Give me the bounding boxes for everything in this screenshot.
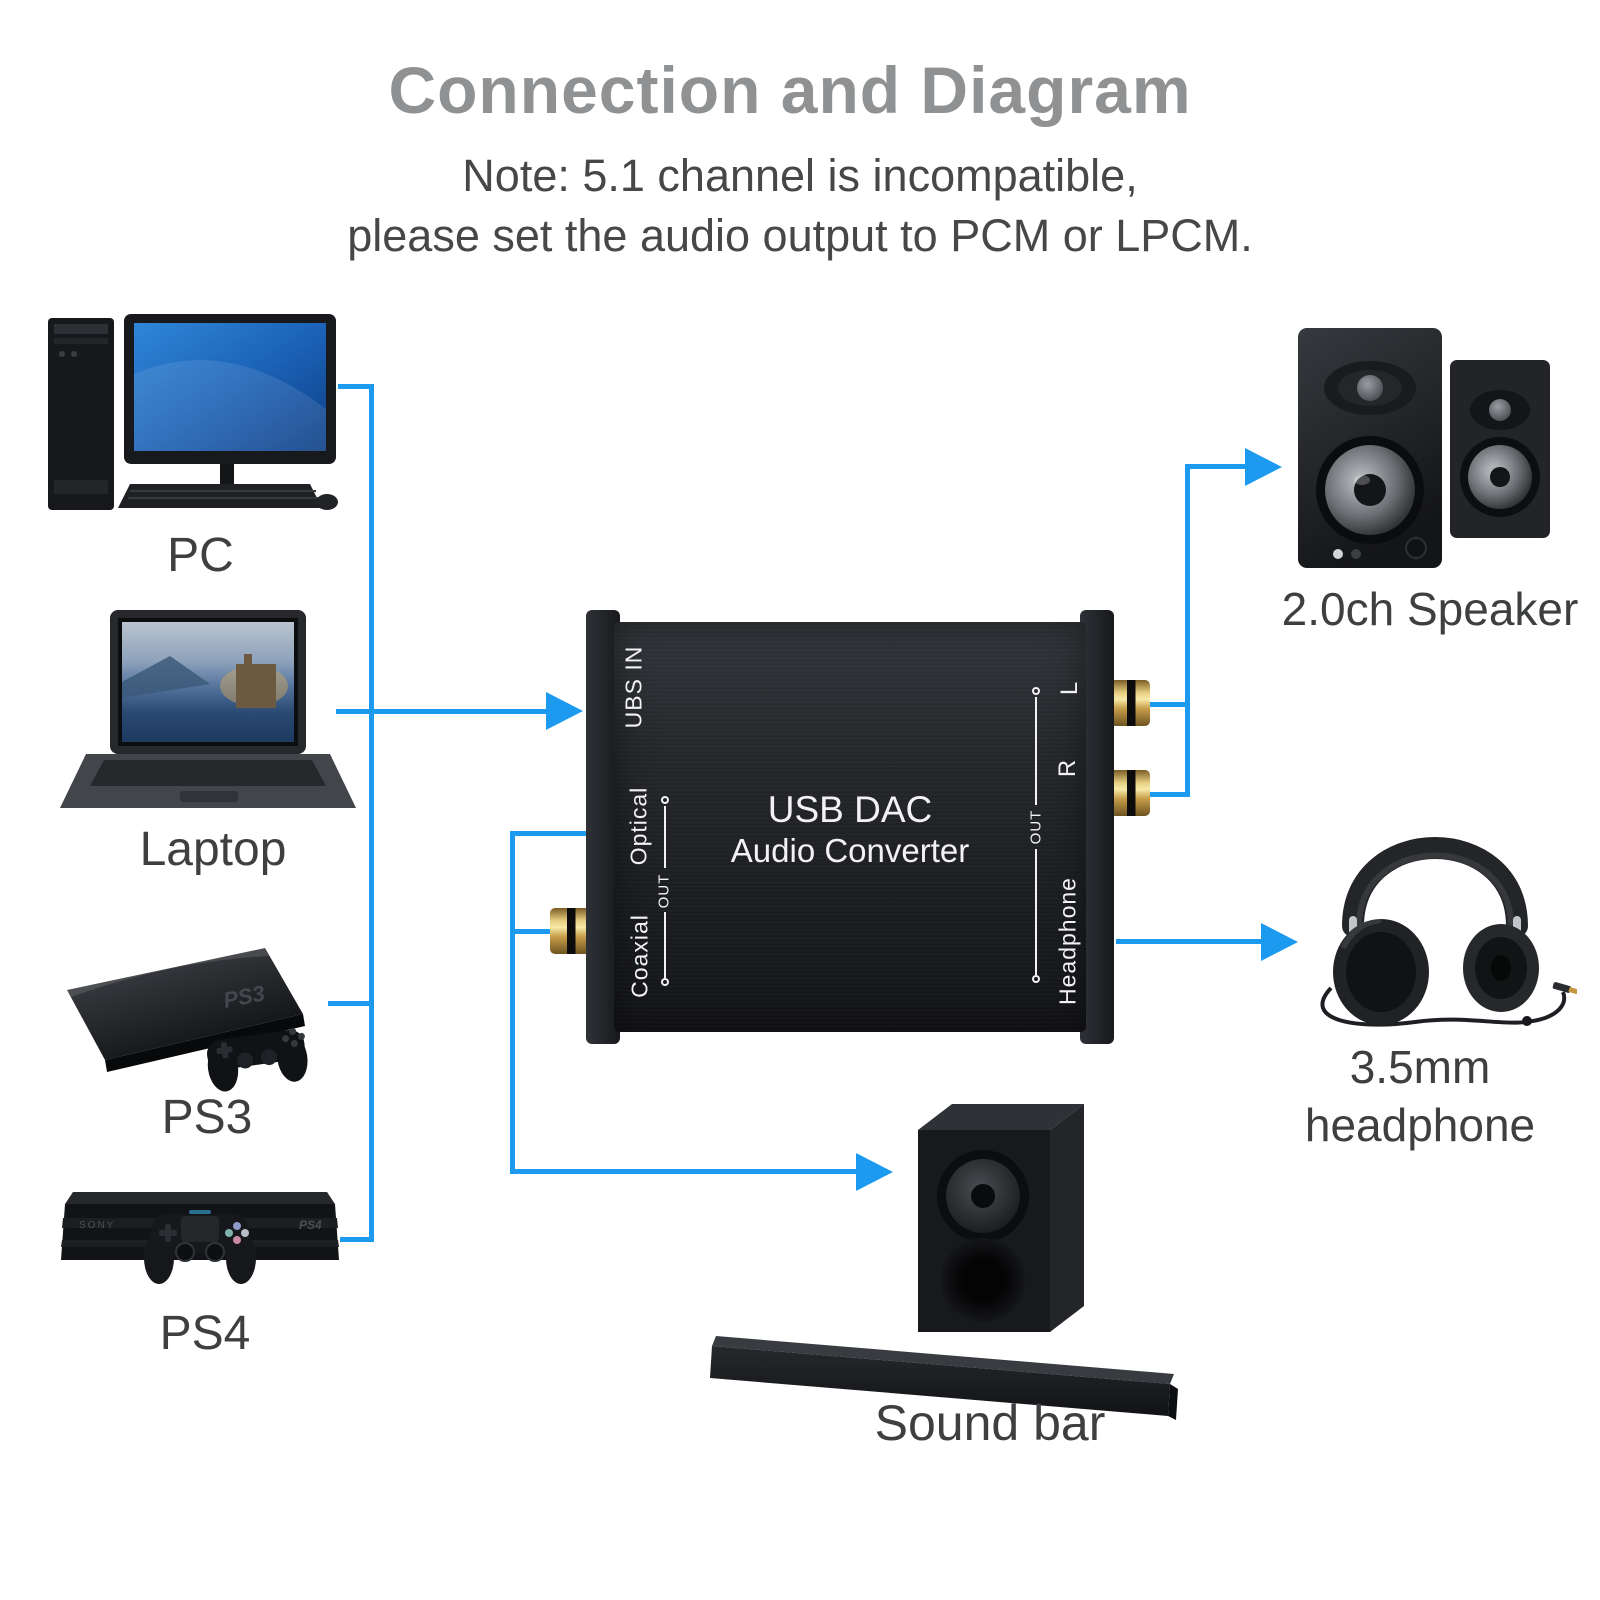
note-line-1: Note: 5.1 channel is incompatible, xyxy=(462,150,1138,201)
coaxial-port-label: Coaxial xyxy=(626,914,653,998)
right-connector-dot-bottom xyxy=(1032,975,1040,983)
pc-label: PC xyxy=(167,529,234,582)
out-right-label: OUT xyxy=(1027,809,1045,845)
soundbar-label: Sound bar xyxy=(874,1395,1106,1451)
soundbar-arrow xyxy=(856,1153,893,1191)
optical-connection-line xyxy=(510,831,590,836)
ps4-image: SONY PS4 xyxy=(61,1192,339,1284)
speaker-arrow xyxy=(1245,448,1282,486)
left-connector-segment-top xyxy=(664,806,666,868)
left-rca-jack xyxy=(1110,680,1150,726)
converter-name-line1: USB DAC xyxy=(767,789,933,830)
input-trunk-line xyxy=(369,384,374,1242)
digital-out-vertical-line xyxy=(510,831,515,1174)
right-channel-line xyxy=(1146,792,1190,797)
left-channel-label: L xyxy=(1056,680,1083,696)
ps3-image: PS3 xyxy=(67,948,308,1092)
headphone-connection-line xyxy=(1116,939,1263,944)
left-channel-line xyxy=(1146,702,1190,707)
right-connector-segment-top xyxy=(1035,697,1037,805)
converter-body xyxy=(614,622,1086,1032)
ps3-controller xyxy=(207,1028,308,1092)
laptop-label: Laptop xyxy=(139,823,287,876)
headphone-label-line2: headphone xyxy=(1304,1099,1536,1151)
left-connector-dot-top xyxy=(661,796,669,804)
headphone-arrow xyxy=(1261,923,1298,961)
pc-connection-line xyxy=(338,384,372,389)
laptop-image xyxy=(60,610,356,808)
usb-in-port-label: UBS IN xyxy=(620,645,647,729)
speaker-label: 2.0ch Speaker xyxy=(1281,583,1579,635)
out-left-label: OUT xyxy=(655,873,673,909)
coaxial-jack xyxy=(550,908,590,954)
usb-in-arrow xyxy=(546,692,583,730)
speaker-vertical-line xyxy=(1185,464,1190,797)
ps4-logo-text: PS4 xyxy=(299,1218,322,1232)
right-connector-dot-top xyxy=(1032,687,1040,695)
ps3-connection-line xyxy=(328,1001,374,1006)
ps4-label: PS4 xyxy=(159,1307,251,1360)
soundbar-image xyxy=(710,1104,1178,1420)
speaker-image xyxy=(1298,328,1550,568)
note-line-2: please set the audio output to PCM or LP… xyxy=(347,210,1253,261)
sony-logo-text: SONY xyxy=(79,1220,115,1231)
ps4-connection-line xyxy=(340,1237,374,1242)
page-title: Connection and Diagram xyxy=(388,53,1192,127)
right-channel-label: R xyxy=(1054,758,1081,778)
pc-image xyxy=(48,314,338,510)
speaker-connection-line xyxy=(1185,464,1247,469)
headphone-port-label: Headphone xyxy=(1054,877,1081,1005)
converter-name-line2: Audio Converter xyxy=(730,832,970,869)
coaxial-connection-line xyxy=(510,929,556,934)
soundbar-connection-line xyxy=(510,1169,860,1174)
left-connector-dot-bottom xyxy=(661,978,669,986)
ps3-label: PS3 xyxy=(161,1091,253,1144)
ps4-controller xyxy=(144,1210,256,1284)
headphone-label-line1: 3.5mm xyxy=(1349,1041,1491,1093)
right-rca-jack xyxy=(1110,770,1150,816)
left-connector-segment-bottom xyxy=(664,912,666,978)
headphone-image xyxy=(1320,837,1577,1027)
laptop-connection-line xyxy=(336,709,548,714)
right-connector-segment-bottom xyxy=(1035,849,1037,975)
